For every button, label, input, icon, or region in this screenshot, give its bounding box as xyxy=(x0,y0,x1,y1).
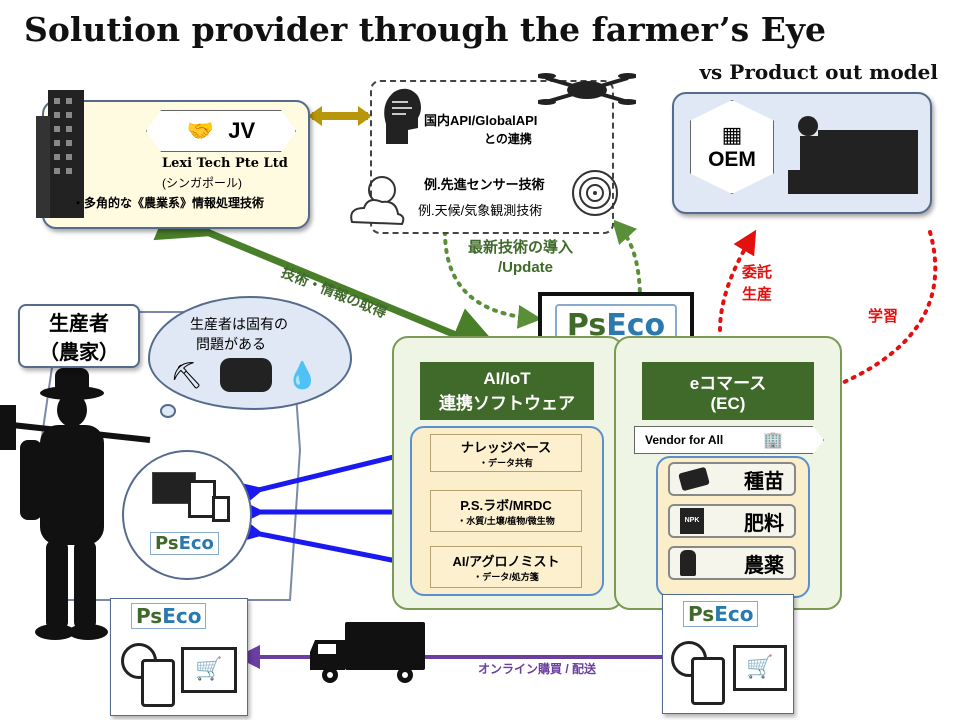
consign-arrow xyxy=(718,229,757,332)
learn-arrow xyxy=(808,230,938,400)
knowledge-base-item: ナレッジベース ・データ共有 xyxy=(430,434,582,472)
latest-tech-label: 最新技術の導入 xyxy=(468,239,574,256)
weather-tech: 例.天候/気象観測技術 xyxy=(418,203,543,218)
jv-company: Lexi Tech Pte Ltd xyxy=(162,156,288,171)
ec-group: eコマース (EC) Vendor for All 🏢 種苗 NPK 肥料 農薬 xyxy=(614,336,842,610)
building-icon xyxy=(36,90,84,218)
page-title: Solution provider through the farmer’s E… xyxy=(24,10,827,49)
aiiot-header1: AI/IoT xyxy=(483,368,531,388)
consign-label: 委託 生産 xyxy=(742,264,773,303)
thought-text1: 生産者は固有の xyxy=(190,316,288,332)
jv-badge: 🤝 JV xyxy=(146,110,296,152)
thought-bubble-dot xyxy=(160,404,176,418)
ec-header1: eコマース xyxy=(689,373,767,393)
drone-icon xyxy=(538,73,636,105)
oem-badge: ▦ OEM xyxy=(690,100,774,194)
thought-text2: 問題がある xyxy=(196,336,266,352)
pseco-logo-buyer: PsEco xyxy=(131,603,207,629)
knowledge-base-sub: ・データ共有 xyxy=(478,458,533,468)
ec-header: eコマース (EC) xyxy=(642,362,814,420)
water-drop-icon: 💧 xyxy=(286,360,319,390)
tablet-icon xyxy=(188,480,216,518)
truck-icon xyxy=(310,622,425,683)
ai-agronomist-sub: ・データ/処方箋 xyxy=(473,572,539,582)
jv-description: ・多角的な《農業系》情報処理技術 xyxy=(72,196,265,210)
learn-label: 学習 xyxy=(868,308,899,325)
ai-head-icon xyxy=(384,88,421,144)
api-line2: との連携 xyxy=(484,132,532,146)
farmer-device-circle: PsEco xyxy=(122,450,252,580)
ps-lab-item: P.S.ラボ/MRDC ・水質/土壌/植物/微生物 xyxy=(430,490,582,532)
producer-line2: （農家） xyxy=(39,342,119,364)
api-tech-box: 国内API/GlobalAPI との連携 例.先進センサー技術 例.天候/気象観… xyxy=(350,80,618,234)
harvest-basket-icon xyxy=(220,358,272,392)
oem-logo-icon: ▦ xyxy=(721,122,743,147)
farmer-silhouette xyxy=(0,368,151,640)
sprayer-icon xyxy=(680,550,696,576)
sensor-tech: 例.先進センサー技術 xyxy=(424,177,545,192)
producer-label-box: 生産者 （農家） xyxy=(18,304,140,368)
ps-lab-sub: ・水質/土壌/植物/微生物 xyxy=(457,516,555,526)
weather-icon xyxy=(350,176,405,226)
seeds-label: 種苗 xyxy=(744,470,784,493)
vendor-badge: Vendor for All 🏢 xyxy=(634,426,824,454)
ai-agronomist-title: AI/アグロノミスト xyxy=(452,554,560,569)
soil-shovel-icon: ⛏ xyxy=(170,360,204,390)
jv-api-connector xyxy=(312,112,368,120)
api-line1: 国内API/GlobalAPI xyxy=(424,113,538,128)
tablet-icon-seller xyxy=(691,657,725,705)
cart-monitor-icon-seller: 🛒 xyxy=(733,645,787,691)
fertilizer-item: NPK 肥料 xyxy=(668,504,796,538)
jv-badge-label: JV xyxy=(228,118,256,143)
pseco-logo-small: PsEco xyxy=(150,532,219,555)
ai-agronomist-item: AI/アグロノミスト ・データ/処方箋 xyxy=(430,546,582,588)
jv-country: (シンガポール) xyxy=(162,176,242,190)
oem-box: ▦ OEM xyxy=(672,92,932,214)
fertilizer-label: 肥料 xyxy=(744,512,784,535)
tablet-icon-buyer xyxy=(141,659,175,707)
jv-partner-box: 🤝 JV Lexi Tech Pte Ltd (シンガポール) ・多角的な《農業… xyxy=(36,90,310,229)
target-sensor-icon xyxy=(572,170,618,216)
fertilizer-bag-icon: NPK xyxy=(680,508,704,534)
update-label: /Update xyxy=(498,259,554,276)
seeds-item: 種苗 xyxy=(668,462,796,496)
phone-icon xyxy=(212,496,230,522)
handshake-icon: 🤝 xyxy=(186,118,215,143)
update-arrow-right xyxy=(611,219,642,302)
cart-monitor-icon: 🛒 xyxy=(181,647,237,693)
pseco-logo-seller: PsEco xyxy=(683,601,759,627)
seed-bag-icon xyxy=(678,466,710,492)
pesticide-item: 農薬 xyxy=(668,546,796,580)
aiiot-group: AI/IoT 連携ソフトウェア ナレッジベース ・データ共有 P.S.ラボ/MR… xyxy=(392,336,624,610)
buyer-device-card: PsEco 🛒 xyxy=(110,598,248,716)
vendor-label: Vendor for All xyxy=(645,433,724,447)
ec-header2: (EC) xyxy=(710,393,746,413)
oem-label: OEM xyxy=(708,148,756,171)
seller-device-card: PsEco 🛒 xyxy=(662,594,794,714)
aiiot-header: AI/IoT 連携ソフトウェア xyxy=(420,362,594,420)
pesticide-label: 農薬 xyxy=(744,554,784,577)
problem-thought-cloud: 生産者は固有の 問題がある ⛏ 💧 xyxy=(148,296,352,410)
knowledge-base-title: ナレッジベース xyxy=(460,440,552,455)
update-arrow-left xyxy=(443,230,542,329)
producer-line1: 生産者 xyxy=(49,313,109,335)
online-purchase-label: オンライン購買 / 配送 xyxy=(478,662,597,676)
factory-machine-icon xyxy=(788,116,918,194)
aiiot-header2: 連携ソフトウェア xyxy=(439,393,575,413)
ps-lab-title: P.S.ラボ/MRDC xyxy=(460,498,552,513)
tech-info-arrow xyxy=(153,188,506,361)
page-subtitle: vs Product out model xyxy=(699,60,938,84)
store-building-icon: 🏢 xyxy=(763,432,784,449)
